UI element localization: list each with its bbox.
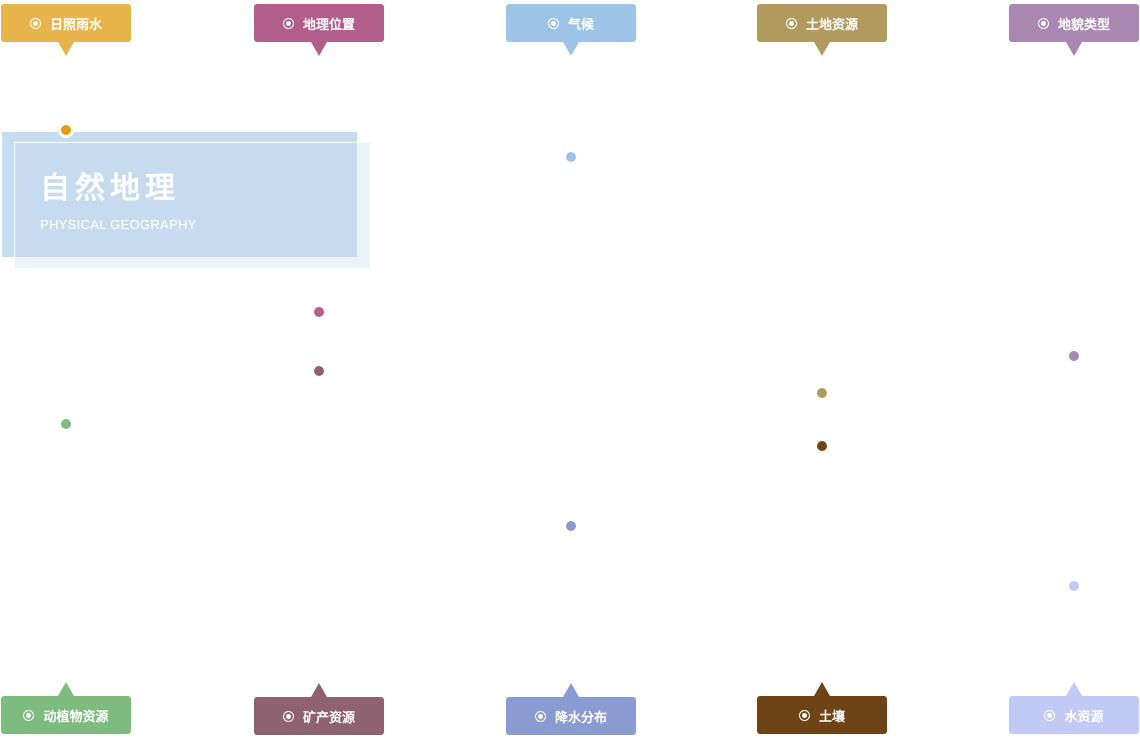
tag-label: 水资源 xyxy=(1064,709,1104,725)
radio-icon xyxy=(534,710,546,722)
tag-location[interactable]: 地理位置 xyxy=(254,4,384,56)
radio-icon xyxy=(282,710,294,722)
node-dot-location xyxy=(314,307,324,317)
tag-minerals[interactable]: 矿产资源 xyxy=(254,683,384,735)
node-dot-soil xyxy=(817,441,827,451)
tag-climate[interactable]: 气候 xyxy=(506,4,636,56)
node-dot-water-resources xyxy=(1069,581,1079,591)
node-dot-flora-fauna xyxy=(61,419,71,429)
diagram-subtitle: PHYSICAL GEOGRAPHY xyxy=(40,217,197,232)
radio-icon xyxy=(29,17,41,29)
radio-icon xyxy=(1037,17,1049,29)
radio-icon xyxy=(1044,709,1056,721)
tag-label: 矿产资源 xyxy=(302,710,355,726)
tag-label: 降水分布 xyxy=(554,710,607,726)
radio-icon xyxy=(23,709,35,721)
tag-label: 日照雨水 xyxy=(49,17,102,33)
tag-land-resources[interactable]: 土地资源 xyxy=(757,4,887,56)
radio-icon xyxy=(282,17,294,29)
tag-label: 动植物资源 xyxy=(43,709,109,725)
radio-icon xyxy=(785,17,797,29)
tag-precipitation[interactable]: 降水分布 xyxy=(506,683,636,735)
tag-label: 地理位置 xyxy=(302,17,355,33)
radio-icon xyxy=(798,709,810,721)
tag-label: 土地资源 xyxy=(805,17,858,33)
node-dot-climate xyxy=(566,152,576,162)
title-card-frame xyxy=(14,142,371,269)
tag-label: 气候 xyxy=(567,17,594,33)
radio-icon xyxy=(547,17,559,29)
tag-label: 土壤 xyxy=(818,709,845,725)
node-dot-precipitation xyxy=(566,521,576,531)
tag-water-resources[interactable]: 水资源 xyxy=(1009,682,1139,734)
node-dot-sun-rain xyxy=(61,125,71,135)
diagram-title: 自然地理 xyxy=(40,171,180,206)
title-card-background xyxy=(2,132,357,257)
tag-sun-rain[interactable]: 日照雨水 xyxy=(1,4,131,56)
node-dot-land-resources xyxy=(817,388,827,398)
tag-flora-fauna[interactable]: 动植物资源 xyxy=(1,682,131,734)
tag-landform[interactable]: 地貌类型 xyxy=(1009,4,1139,56)
node-dot-minerals xyxy=(314,366,324,376)
node-dot-landform xyxy=(1069,351,1079,361)
tag-label: 地貌类型 xyxy=(1057,17,1110,33)
tag-soil[interactable]: 土壤 xyxy=(757,682,887,734)
